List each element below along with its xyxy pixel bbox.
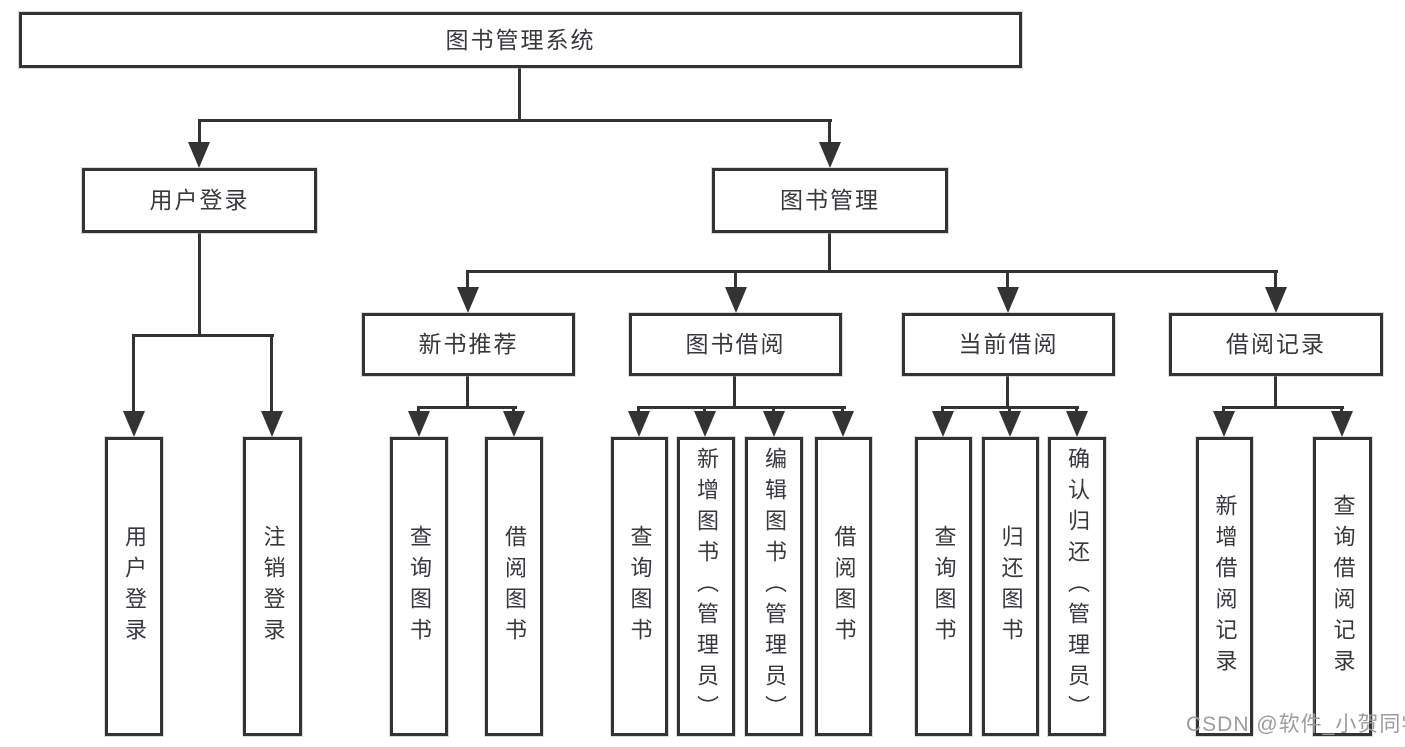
connector-drop-cb-query bbox=[941, 406, 944, 414]
node-book-management: 图书管理 bbox=[712, 168, 948, 233]
leaf-nb-borrow-books: 借阅图书 bbox=[485, 437, 543, 736]
arrowhead-leaf-user-login-icon bbox=[123, 411, 145, 437]
arrowhead-borrow-records-icon bbox=[1265, 287, 1287, 313]
connector-drop-bb-add bbox=[703, 406, 706, 414]
leaf-br-query-record: 查询借阅记录 bbox=[1313, 437, 1372, 736]
connector-drop-leaf-logout bbox=[270, 334, 273, 414]
node-book-borrow: 图书借阅 bbox=[629, 313, 842, 376]
leaf-bb-query-books: 查询图书 bbox=[611, 437, 668, 736]
connector-level1-bar bbox=[198, 119, 832, 122]
connector-drop-new-book-recommend bbox=[466, 270, 469, 290]
arrowhead-leaf-logout-icon bbox=[261, 411, 283, 437]
node-new-book-recommend: 新书推荐 bbox=[362, 313, 575, 376]
leaf-bb-borrow-books: 借阅图书 bbox=[815, 437, 872, 736]
connector-drop-borrow-records bbox=[1274, 270, 1277, 290]
node-current-borrow: 当前借阅 bbox=[902, 313, 1115, 376]
connector-drop-cb-return bbox=[1008, 406, 1011, 414]
arrowhead-nb-query-icon bbox=[408, 411, 430, 437]
arrowhead-bb-edit-icon bbox=[763, 411, 785, 437]
connector-new-book-recommend-bar bbox=[417, 406, 517, 409]
connector-current-borrow-stem bbox=[1006, 376, 1009, 408]
arrowhead-cb-query-icon bbox=[932, 411, 954, 437]
connector-new-book-recommend-stem bbox=[466, 376, 469, 408]
connector-book-management-bar bbox=[466, 270, 1278, 273]
arrowhead-cb-confirm-icon bbox=[1066, 411, 1088, 437]
arrowhead-current-borrow-icon bbox=[997, 287, 1019, 313]
leaf-cb-confirm-return: 确认归还（管理员） bbox=[1048, 437, 1106, 736]
arrowhead-bb-borrow-icon bbox=[832, 411, 854, 437]
arrowhead-cb-return-icon bbox=[999, 411, 1021, 437]
connector-drop-nb-borrow bbox=[512, 406, 515, 414]
arrowhead-book-management-icon bbox=[819, 142, 841, 168]
connector-drop-bb-query bbox=[637, 406, 640, 414]
leaf-bb-add-books: 新增图书（管理员） bbox=[677, 437, 735, 736]
leaf-user-login: 用户登录 bbox=[105, 437, 163, 736]
connector-root-stem bbox=[518, 68, 521, 122]
connector-drop-nb-query bbox=[417, 406, 420, 414]
arrowhead-bb-query-icon bbox=[628, 411, 650, 437]
connector-drop-book-management bbox=[828, 119, 831, 146]
connector-borrow-records-stem bbox=[1274, 376, 1277, 408]
connector-drop-book-borrow bbox=[734, 270, 737, 290]
arrowhead-bb-add-icon bbox=[694, 411, 716, 437]
connector-drop-leaf-user-login bbox=[132, 334, 135, 414]
leaf-nb-query-books: 查询图书 bbox=[390, 437, 448, 736]
connector-borrow-records-bar bbox=[1222, 406, 1344, 409]
leaf-cb-query-books: 查询图书 bbox=[915, 437, 972, 736]
connector-drop-user-login bbox=[198, 119, 201, 146]
arrowhead-user-login-icon bbox=[188, 142, 210, 168]
connector-drop-current-borrow bbox=[1006, 270, 1009, 290]
connector-user-login-stem bbox=[198, 233, 201, 337]
leaf-logout: 注销登录 bbox=[243, 437, 302, 736]
leaf-cb-return-books: 归还图书 bbox=[982, 437, 1039, 736]
connector-drop-br-add bbox=[1222, 406, 1225, 414]
connector-book-borrow-bar bbox=[637, 406, 846, 409]
node-user-login: 用户登录 bbox=[82, 168, 317, 233]
arrowhead-br-query-icon bbox=[1331, 411, 1353, 437]
arrowhead-br-add-icon bbox=[1213, 411, 1235, 437]
node-borrow-records: 借阅记录 bbox=[1169, 313, 1383, 376]
arrowhead-new-book-recommend-icon bbox=[457, 287, 479, 313]
connector-drop-cb-confirm bbox=[1075, 406, 1078, 414]
connector-drop-bb-borrow bbox=[841, 406, 844, 414]
connector-drop-br-query bbox=[1340, 406, 1343, 414]
leaf-br-add-record: 新增借阅记录 bbox=[1196, 437, 1253, 736]
arrowhead-nb-borrow-icon bbox=[503, 411, 525, 437]
csdn-watermark: CSDN @软件_小贺同学 bbox=[1186, 713, 1405, 736]
leaf-bb-edit-books: 编辑图书（管理员） bbox=[745, 437, 803, 736]
connector-book-borrow-stem bbox=[733, 376, 736, 408]
arrowhead-book-borrow-icon bbox=[725, 287, 747, 313]
connector-book-management-stem bbox=[828, 233, 831, 273]
connector-user-login-bar bbox=[132, 334, 274, 337]
node-library-system: 图书管理系统 bbox=[19, 12, 1022, 68]
connector-drop-bb-edit bbox=[772, 406, 775, 414]
